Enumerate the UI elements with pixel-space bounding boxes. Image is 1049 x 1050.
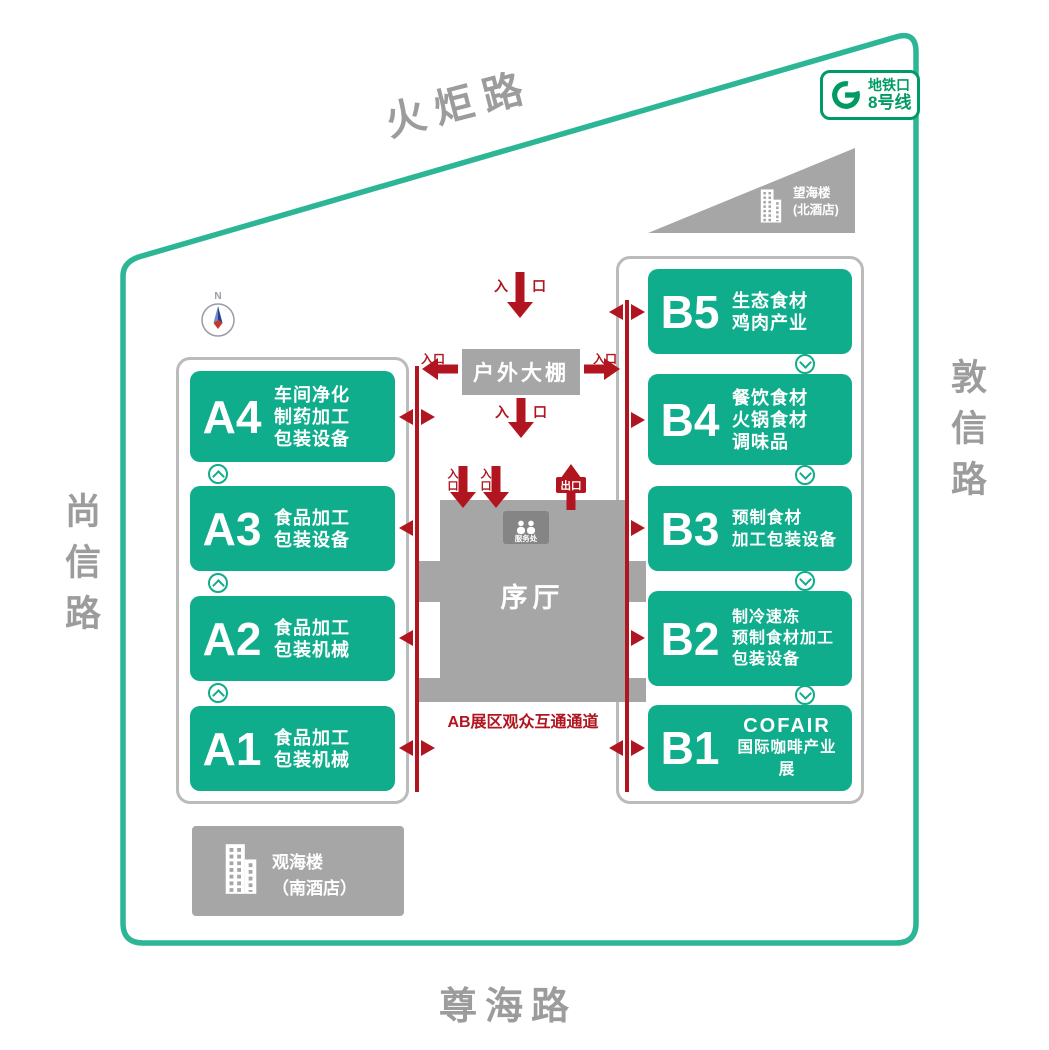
hall-a1-line: 包装机械 [274,749,350,770]
road-label-top: 火炬路 [380,64,538,145]
hall-a3-line: 食品加工 [274,507,350,528]
service-desk: 服务处 [503,511,549,544]
entrance-arrow-icon [508,398,534,438]
hall-b3-id: B3 [660,502,720,555]
north-hotel-label: 望海楼 (北酒店) [793,185,839,219]
road-label-bottom: 尊海路 [438,986,577,1028]
north-hotel-name: 望海楼 [793,186,831,200]
chevron-up-icon [208,464,228,484]
exit-label: 出口 [556,477,586,493]
hall-a3-line: 包装设备 [274,529,350,550]
metro-badge: 地铁口 8号线 [820,70,920,120]
hall-b5-line: 鸡肉产业 [732,312,808,333]
north-hotel-subname: (北酒店) [793,203,839,217]
hall-a4-line: 制药加工 [274,406,350,427]
service-desk-icon [517,520,535,534]
hall-b4-id: B4 [660,393,720,446]
south-hotel-label: 观海楼 （南酒店） [272,850,357,902]
hall-a2: A2 食品加工 包装机械 [190,596,395,681]
outdoor-shed: 户外大棚 [462,349,580,395]
hall-a4-line: 包装设备 [274,428,350,449]
entrance-label: 入口 [421,352,446,366]
entrance-label: 口 [533,404,547,420]
entrance-arrow-icon [507,272,533,318]
hall-b2-line: 预制食材加工 [732,630,835,647]
hall-a4-line: 车间净化 [274,384,350,405]
lobby-corridor-bar [419,678,646,702]
chevron-down-icon [795,685,815,705]
hall-a3: A3 食品加工 包装设备 [190,486,395,571]
hall-b4-line: 餐饮食材 [732,387,808,408]
hall-a4: A4 车间净化 制药加工 包装设备 [190,371,395,462]
chevron-down-icon [795,571,815,591]
entrance-label: 入口 [479,468,491,492]
hall-b1-id: B1 [660,722,720,774]
chevron-down-icon [795,354,815,374]
hall-b3-line: 预制食材 [732,508,802,527]
chevron-up-icon [208,573,228,593]
entrance-label: 入 [495,404,509,420]
entrance-label: 入口 [593,352,618,366]
service-desk-label: 服务处 [514,534,538,543]
hall-a2-line: 包装机械 [274,639,350,660]
hall-b5: B5 生态食材 鸡肉产业 [648,269,852,354]
metro-station-label: 地铁口 [868,77,910,94]
hall-b1: B1 COFAIR 国际咖啡产业展 [648,705,852,791]
hall-b2-id: B2 [660,612,720,665]
hall-b2-line: 包装设备 [732,651,801,668]
chevron-down-icon [795,465,815,485]
hall-b5-id: B5 [660,285,720,338]
entrance-label: 口 [532,278,546,294]
hall-b4-line: 火锅食材 [732,409,808,430]
hall-a1-id: A1 [202,722,262,775]
hall-b5-line: 生态食材 [732,290,808,311]
hall-a1: A1 食品加工 包装机械 [190,706,395,791]
corridor-label: AB展区观众互通通道 [447,714,599,731]
metro-logo-icon [832,81,860,109]
hall-b3: B3 预制食材 加工包装设备 [648,486,852,571]
hall-a1-line: 食品加工 [274,727,350,748]
south-hotel-building-icon [225,844,257,894]
metro-line-label: 8号线 [868,93,912,113]
north-hotel-building-icon [760,189,782,223]
hall-b3-line: 加工包装设备 [732,530,837,549]
south-hotel-subname: （南酒店） [272,879,357,898]
hall-b2: B2 制冷速冻 预制食材加工 包装设备 [648,591,852,686]
road-label-left: 尚信路 [60,492,101,645]
svg-text:N: N [214,291,221,302]
hall-b1-line: COFAIR [743,715,831,737]
south-hotel-name: 观海楼 [272,853,323,872]
road-label-right: 敦信路 [946,358,987,511]
lobby-label: 序厅 [500,583,565,613]
compass-icon: N [201,291,235,337]
hall-b4: B4 餐饮食材 火锅食材 调味品 [648,374,852,465]
chevron-up-icon [208,683,228,703]
entrance-label: 入口 [446,468,458,492]
hall-b4-line: 调味品 [732,431,789,452]
entrance-label: 入 [494,278,508,294]
hall-b1-line: 国际咖啡产业展 [737,739,837,778]
hall-a3-id: A3 [202,502,262,555]
hall-a4-id: A4 [202,390,262,443]
hall-a2-id: A2 [202,612,262,665]
hall-b2-line: 制冷速冻 [732,609,801,626]
hall-a2-line: 食品加工 [274,617,350,638]
